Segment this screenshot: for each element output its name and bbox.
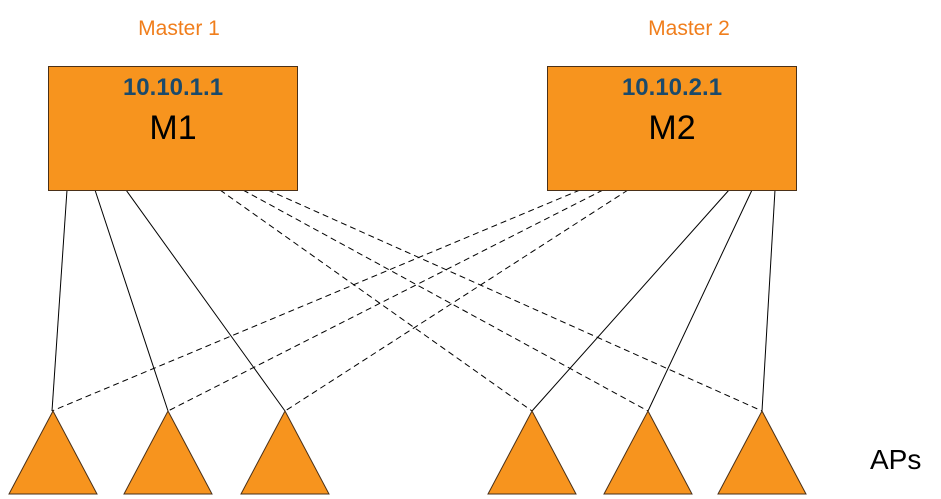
master-1-node[interactable]: 10.10.1.1 M1 — [48, 66, 298, 191]
ap-2-icon[interactable] — [122, 410, 214, 496]
link-m1-ap1-primary — [51, 189, 68, 412]
link-m2-ap4-primary — [531, 189, 730, 412]
link-m2-ap2-backup — [167, 189, 604, 412]
master-1-caption: Master 1 — [138, 17, 220, 40]
link-m1-ap3-primary — [125, 189, 286, 412]
master-1-name: M1 — [149, 109, 197, 147]
ap-5-icon[interactable] — [602, 410, 694, 496]
link-m2-ap3-backup — [284, 189, 629, 412]
ap-4-icon[interactable] — [486, 410, 578, 496]
master-2-name: M2 — [648, 109, 696, 147]
link-m1-ap5-backup — [242, 189, 649, 412]
ap-3-icon[interactable] — [239, 410, 331, 496]
ap-1-icon[interactable] — [7, 410, 99, 496]
link-m1-ap4-backup — [219, 189, 533, 412]
link-m1-ap6-backup — [267, 189, 763, 412]
link-m2-ap6-primary — [761, 189, 776, 412]
ap-6-icon[interactable] — [716, 410, 808, 496]
ap-group-label: APs — [870, 444, 922, 475]
master-1-ip: 10.10.1.1 — [122, 74, 224, 101]
link-m2-ap5-primary — [647, 189, 753, 412]
master-2-caption: Master 2 — [648, 17, 730, 40]
link-m2-ap1-backup — [51, 189, 581, 412]
master-2-node[interactable]: 10.10.2.1 M2 — [547, 66, 797, 191]
link-m1-ap2-primary — [94, 189, 169, 412]
master-2-ip: 10.10.2.1 — [621, 74, 723, 101]
